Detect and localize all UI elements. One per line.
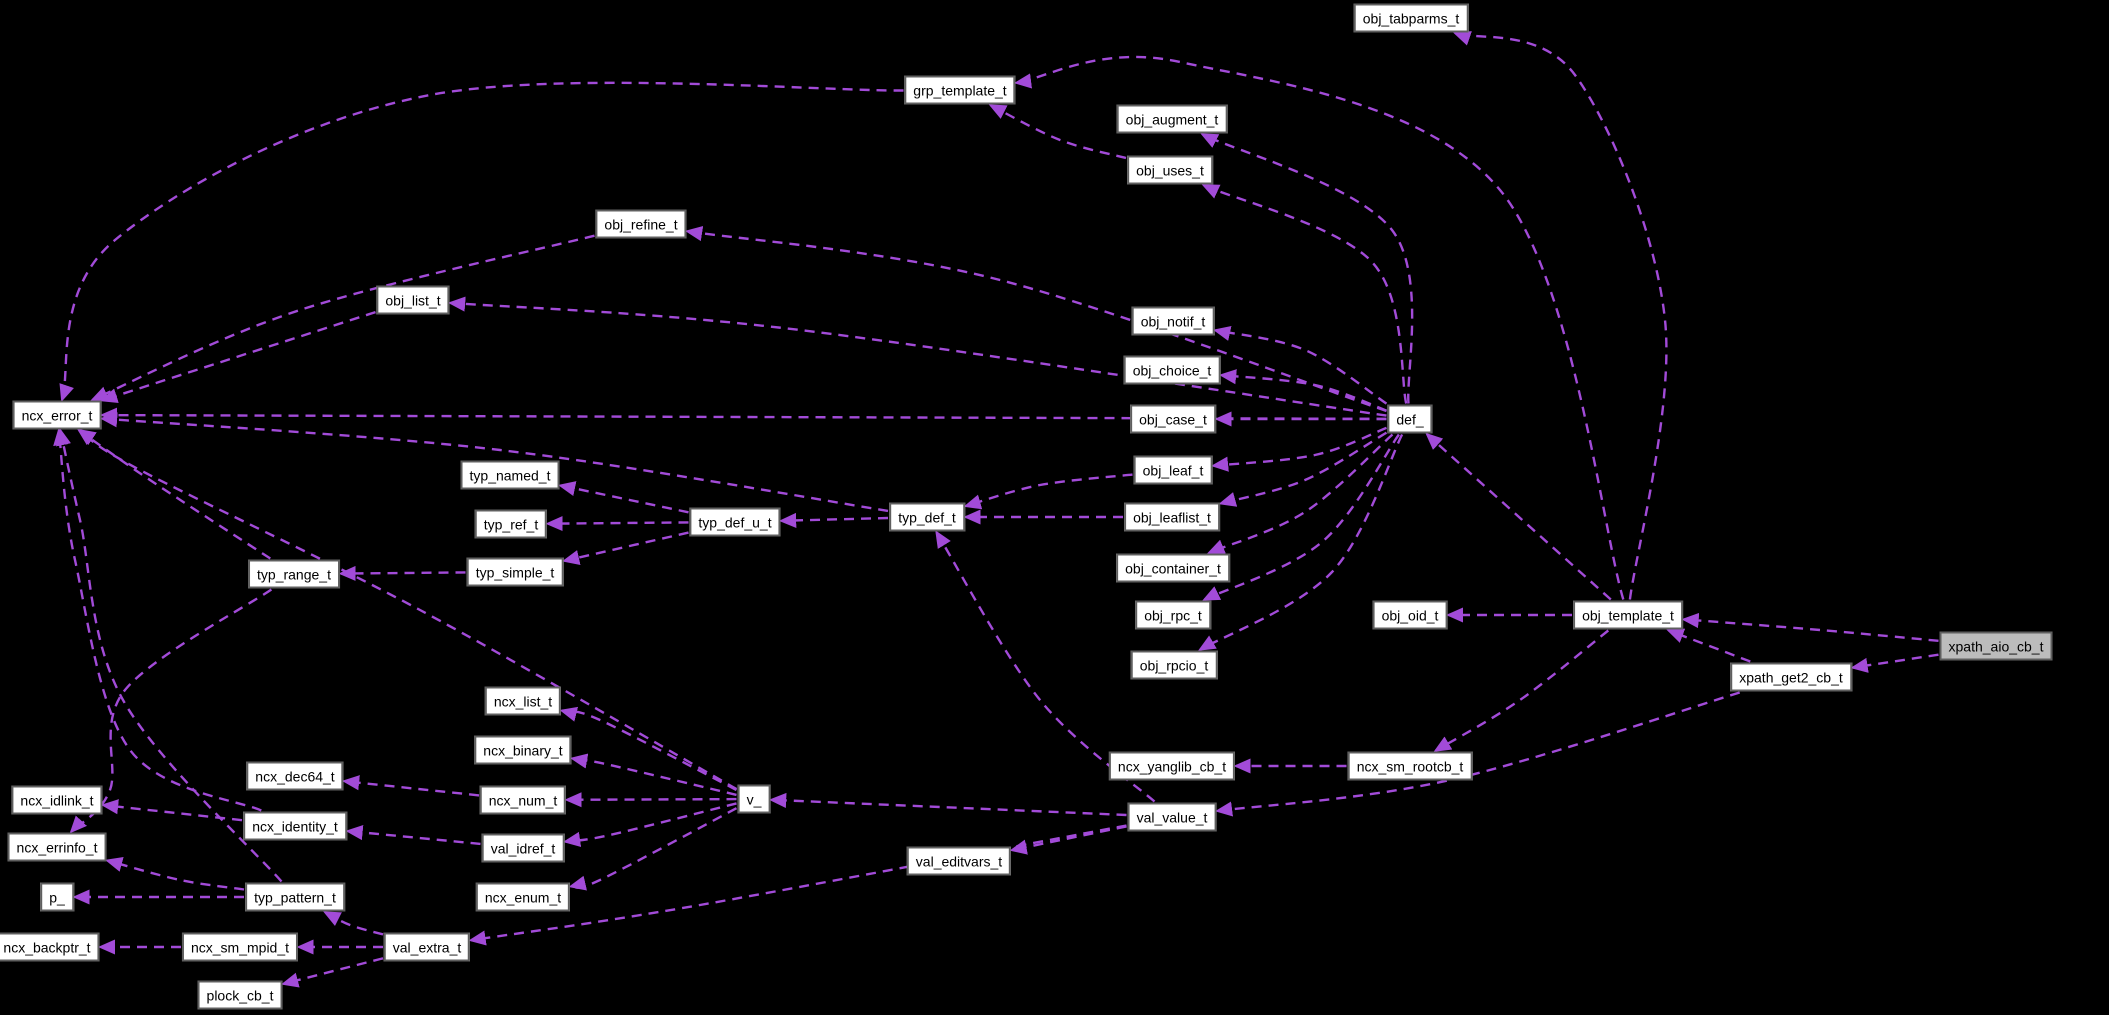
node-obj_oid_t[interactable]: obj_oid_t	[1372, 600, 1448, 630]
node-typ_pattern_t[interactable]: typ_pattern_t	[245, 882, 345, 912]
node-typ_named_t[interactable]: typ_named_t	[460, 460, 560, 490]
node-obj_tabparms_t[interactable]: obj_tabparms_t	[1353, 3, 1469, 33]
edge-obj_template_t-to-ncx_sm_rootcb_t	[1433, 629, 1610, 752]
edge-ncx_num_t-to-ncx_dec64_t	[341, 775, 480, 797]
edge-val_value_t-to-val_editvars_t	[1009, 825, 1127, 855]
edge-typ_def_t-to-ncx_error_t	[99, 412, 889, 513]
edge-def_-to-obj_rpcio_t	[1198, 433, 1404, 651]
node-ncx_list_t[interactable]: ncx_list_t	[484, 686, 562, 716]
edge-typ_range_t-to-ncx_errinfo_t	[69, 588, 273, 834]
edge-obj_template_t-to-grp_template_t	[1013, 55, 1625, 600]
node-obj_notif_t[interactable]: obj_notif_t	[1131, 306, 1215, 336]
edge-v_-to-ncx_enum_t	[568, 807, 738, 891]
edge-ncx_identity_t-to-ncx_idlink_t	[100, 799, 243, 822]
node-obj_leaflist_t[interactable]: obj_leaflist_t	[1124, 502, 1220, 532]
node-obj_list_t[interactable]: obj_list_t	[376, 285, 450, 315]
edge-typ_def_u_t-to-typ_ref_t	[545, 515, 689, 532]
edge-typ_range_t-to-ncx_error_t	[77, 429, 271, 560]
edge-obj_uses_t-to-grp_template_t	[988, 104, 1127, 160]
node-obj_uses_t[interactable]: obj_uses_t	[1127, 155, 1213, 185]
edge-xpath_get2_cb_t-to-obj_template_t	[1666, 628, 1751, 663]
node-obj_refine_t[interactable]: obj_refine_t	[595, 209, 687, 239]
node-val_editvars_t[interactable]: val_editvars_t	[906, 846, 1012, 876]
node-ncx_errinfo_t[interactable]: ncx_errinfo_t	[7, 832, 107, 862]
node-ncx_yanglib_cb_t[interactable]: ncx_yanglib_cb_t	[1108, 751, 1236, 781]
node-obj_rpc_t[interactable]: obj_rpc_t	[1135, 600, 1211, 630]
node-p_[interactable]: p_	[40, 882, 74, 912]
edge-v_-to-ncx_list_t	[559, 706, 738, 792]
node-typ_def_u_t[interactable]: typ_def_u_t	[689, 507, 781, 537]
edge-typ_pattern_t-to-ncx_errinfo_t	[104, 857, 245, 891]
node-ncx_sm_mpid_t[interactable]: ncx_sm_mpid_t	[181, 932, 299, 962]
edge-typ_simple_t-to-typ_range_t	[338, 565, 466, 582]
edge-group	[53, 31, 1939, 988]
edge-v_-to-ncx_binary_t	[569, 753, 737, 797]
node-ncx_identity_t[interactable]: ncx_identity_t	[243, 811, 347, 841]
node-typ_def_t[interactable]: typ_def_t	[889, 502, 965, 532]
node-typ_range_t[interactable]: typ_range_t	[248, 559, 340, 589]
edge-def_-to-obj_uses_t	[1201, 184, 1408, 404]
edge-v_-to-ncx_error_t	[78, 429, 738, 791]
edge-def_-to-obj_rpc_t	[1202, 433, 1400, 601]
edge-xpath_aio_cb_t-to-xpath_get2_cb_t	[1850, 653, 1939, 673]
node-typ_simple_t[interactable]: typ_simple_t	[466, 557, 564, 587]
edge-def_-to-obj_augment_t	[1200, 133, 1414, 404]
edge-def_-to-obj_notif_t	[1212, 326, 1388, 405]
edge-def_-to-obj_leaf_t	[1210, 426, 1387, 472]
edge-obj_list_t-to-ncx_error_t	[100, 310, 376, 404]
edge-val_idref_t-to-ncx_identity_t	[345, 824, 481, 846]
node-obj_template_t[interactable]: obj_template_t	[1573, 600, 1683, 630]
edge-def_-to-obj_container_t	[1207, 433, 1394, 554]
node-val_extra_t[interactable]: val_extra_t	[383, 932, 471, 962]
node-obj_rpcio_t[interactable]: obj_rpcio_t	[1130, 650, 1218, 680]
node-ncx_dec64_t[interactable]: ncx_dec64_t	[246, 761, 344, 791]
node-obj_augment_t[interactable]: obj_augment_t	[1116, 104, 1228, 134]
edge-val_extra_t-to-typ_pattern_t	[323, 911, 384, 936]
node-ncx_enum_t[interactable]: ncx_enum_t	[475, 882, 571, 912]
edge-v_-to-val_idref_t	[562, 802, 737, 847]
edge-obj_template_t-to-obj_tabparms_t	[1453, 31, 1668, 600]
node-val_value_t[interactable]: val_value_t	[1127, 802, 1217, 832]
node-ncx_binary_t[interactable]: ncx_binary_t	[474, 735, 572, 765]
edge-obj_template_t-to-def_	[1425, 432, 1612, 601]
node-ncx_idlink_t[interactable]: ncx_idlink_t	[11, 785, 103, 815]
edge-ncx_identity_t-to-ncx_error_t	[53, 427, 262, 812]
node-ncx_error_t[interactable]: ncx_error_t	[12, 400, 102, 430]
node-ncx_sm_rootcb_t[interactable]: ncx_sm_rootcb_t	[1347, 751, 1473, 781]
edge-def_-to-obj_leaflist_t	[1218, 431, 1388, 507]
edge-def_-to-obj_list_t	[447, 296, 1387, 417]
edge-grp_template_t-to-ncx_error_t	[59, 81, 904, 402]
edge-def_-to-obj_choice_t	[1218, 369, 1387, 412]
edge-v_-to-ncx_num_t	[564, 792, 737, 808]
node-v_[interactable]: v_	[737, 784, 771, 814]
edge-obj_refine_t-to-ncx_error_t	[90, 234, 595, 401]
edge-typ_def_u_t-to-typ_simple_t	[561, 531, 689, 565]
node-xpath_aio_cb_t[interactable]: xpath_aio_cb_t	[1939, 631, 2053, 661]
node-obj_case_t[interactable]: obj_case_t	[1130, 404, 1216, 434]
edge-xpath_aio_cb_t-to-obj_template_t	[1681, 612, 1939, 642]
node-obj_choice_t[interactable]: obj_choice_t	[1123, 355, 1221, 385]
edge-typ_def_u_t-to-typ_named_t	[557, 481, 689, 514]
edge-typ_def_t-to-typ_def_u_t	[778, 512, 889, 529]
node-grp_template_t[interactable]: grp_template_t	[904, 75, 1016, 105]
edge-def_-to-obj_refine_t	[684, 226, 1387, 413]
edge-val_value_t-to-v_	[768, 792, 1127, 817]
node-obj_leaf_t[interactable]: obj_leaf_t	[1133, 455, 1213, 485]
node-typ_ref_t[interactable]: typ_ref_t	[474, 509, 548, 539]
edge-xpath_get2_cb_t-to-val_value_t	[1214, 691, 1741, 817]
node-ncx_num_t[interactable]: ncx_num_t	[479, 785, 567, 815]
node-ncx_backptr_t[interactable]: ncx_backptr_t	[0, 932, 100, 962]
node-val_idref_t[interactable]: val_idref_t	[481, 833, 565, 863]
edge-val_extra_t-to-plock_cb_t	[280, 957, 384, 988]
node-def_[interactable]: def_	[1387, 404, 1433, 434]
node-plock_cb_t[interactable]: plock_cb_t	[197, 980, 283, 1010]
edge-obj_leaf_t-to-typ_def_t	[963, 473, 1133, 510]
node-xpath_get2_cb_t[interactable]: xpath_get2_cb_t	[1730, 662, 1852, 692]
node-obj_container_t[interactable]: obj_container_t	[1116, 553, 1230, 583]
